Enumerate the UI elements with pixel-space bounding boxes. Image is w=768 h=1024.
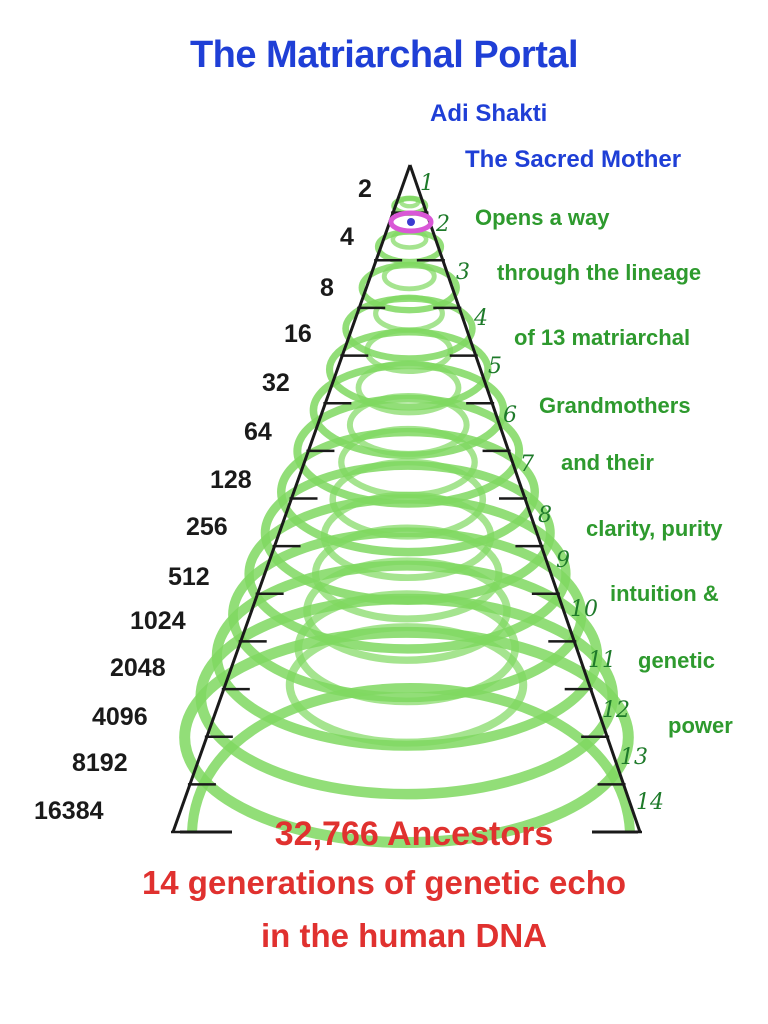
ancestor-count: 64 (244, 418, 272, 446)
side-text-3: of 13 matriarchal (514, 325, 691, 350)
page-title: The Matriarchal Portal (189, 34, 579, 76)
lineage-loops (179, 195, 635, 849)
ancestor-count: 8192 (72, 749, 128, 777)
side-text-7: intuition & (610, 581, 719, 606)
side-text-1: Opens a way (475, 205, 610, 230)
generation-number: 5 (488, 354, 502, 379)
triangle-left-edge (171, 164, 412, 833)
side-text-5: and their (561, 450, 654, 475)
generation-number: 7 (520, 452, 534, 477)
side-text-6: clarity, purity (586, 516, 723, 541)
generation-number: 11 (588, 648, 616, 673)
subtitle-adi-shakti: Adi Shakti (430, 100, 548, 127)
generation-number: 6 (503, 403, 517, 428)
generation-number: 3 (456, 260, 470, 285)
third-eye-icon (388, 210, 434, 234)
footer-line-dna: in the human DNA (261, 917, 547, 954)
lineage-echo-loop (373, 294, 445, 333)
side-text-2: through the lineage (497, 260, 702, 285)
lineage-echo-loop (364, 327, 454, 375)
side-text-9: power (668, 713, 733, 738)
subtitle-sacred-mother: The Sacred Mother (465, 146, 682, 173)
ancestor-count: 4 (340, 223, 354, 251)
side-text-8: genetic (638, 648, 716, 673)
generation-number: 9 (556, 548, 570, 573)
generation-number: 13 (620, 745, 648, 770)
lineage-echo-loop (399, 195, 421, 209)
ancestor-count: 4096 (92, 703, 148, 731)
lineage-echo-loop (381, 261, 437, 292)
ancestor-count: 2048 (110, 654, 166, 682)
generation-number: 1 (420, 171, 434, 196)
lineage-echo-loop (285, 623, 528, 747)
side-text-4: Grandmothers (539, 393, 691, 418)
ancestor-count: 32 (262, 369, 290, 397)
ancestor-count: 2 (358, 175, 372, 203)
ancestor-count: 16 (284, 320, 312, 348)
ancestor-count: 8 (320, 274, 334, 302)
generation-number: 4 (474, 306, 488, 331)
ancestor-count: 1024 (130, 607, 186, 635)
base-arch (187, 683, 635, 833)
generation-number: 2 (436, 212, 450, 237)
lineage-echo-loop (355, 360, 462, 416)
eye-pupil-icon (407, 218, 415, 226)
footer-total-ancestors: 32,766 Ancestors (274, 815, 554, 853)
generation-number: 8 (538, 503, 552, 528)
generation-number: 10 (570, 597, 598, 622)
ancestor-count: 16384 (34, 797, 104, 825)
ancestor-count: 512 (168, 563, 210, 591)
lineage-loop (179, 626, 634, 849)
generation-number: 12 (602, 698, 630, 723)
footer-line-generations: 14 generations of genetic echo (141, 864, 627, 901)
lineage-echo-loop (346, 393, 470, 457)
generation-number: 14 (636, 790, 664, 815)
lineage-echo-loop (320, 491, 495, 582)
ancestor-count: 128 (210, 466, 252, 494)
triangle-right-edge (408, 164, 642, 833)
ancestor-count: 256 (186, 513, 228, 541)
